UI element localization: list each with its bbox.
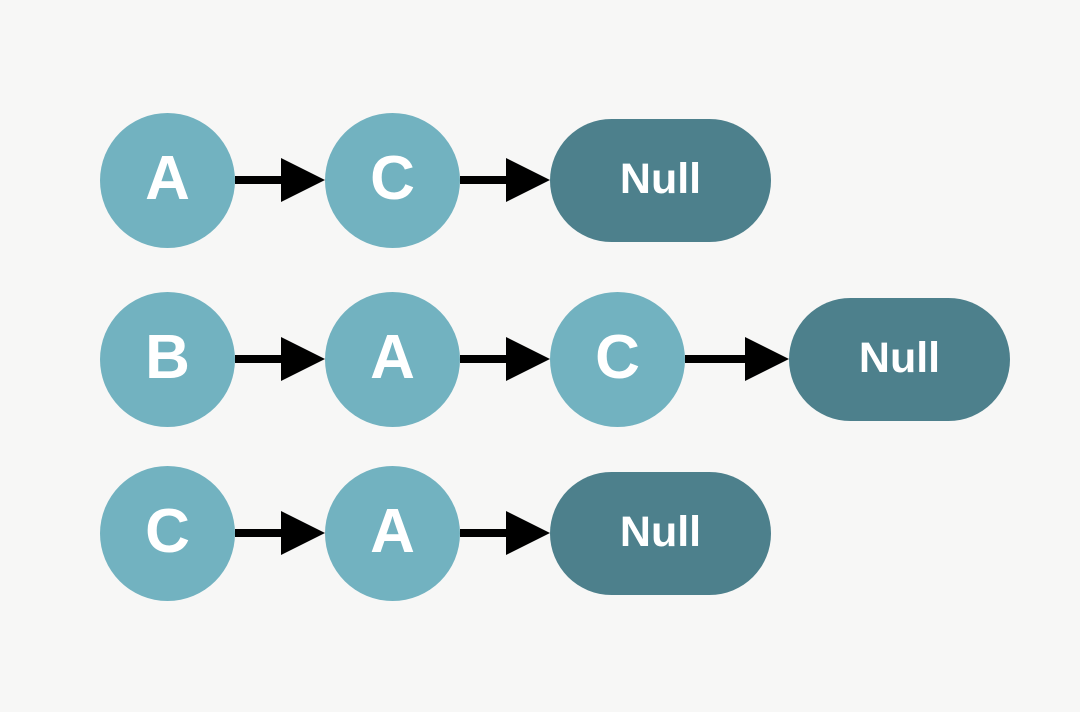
node-a[interactable]: A	[325, 465, 460, 601]
node-label: Null	[858, 333, 941, 382]
node-c[interactable]: C	[100, 465, 235, 601]
node-b[interactable]: B	[100, 291, 235, 427]
node-label: C	[145, 497, 190, 566]
node-label: A	[370, 323, 415, 392]
arrow-b-to-a-icon	[235, 336, 325, 382]
arrow-a-to-null-icon	[460, 510, 550, 556]
arrow-c-to-null-icon	[685, 336, 789, 382]
node-null-terminator[interactable]: Null	[789, 297, 1010, 421]
arrow-a-to-c-icon	[235, 157, 325, 203]
node-c[interactable]: C	[325, 112, 460, 248]
linked-list-chain-3: C A Null	[100, 463, 771, 603]
node-label: A	[145, 144, 190, 213]
node-a[interactable]: A	[325, 291, 460, 427]
node-label: C	[370, 144, 415, 213]
node-label: Null	[619, 154, 702, 203]
node-null-terminator[interactable]: Null	[550, 471, 771, 595]
linked-list-chain-2: B A C Null	[100, 289, 1010, 429]
node-label: Null	[619, 507, 702, 556]
node-label: A	[370, 497, 415, 566]
node-label: B	[145, 323, 190, 392]
node-null-terminator[interactable]: Null	[550, 118, 771, 242]
node-label: C	[595, 323, 640, 392]
arrow-c-to-a-icon	[235, 510, 325, 556]
linked-list-chain-1: A C Null	[100, 110, 771, 250]
node-a[interactable]: A	[100, 112, 235, 248]
node-c[interactable]: C	[550, 291, 685, 427]
arrow-a-to-c-icon	[460, 336, 550, 382]
arrow-c-to-null-icon	[460, 157, 550, 203]
